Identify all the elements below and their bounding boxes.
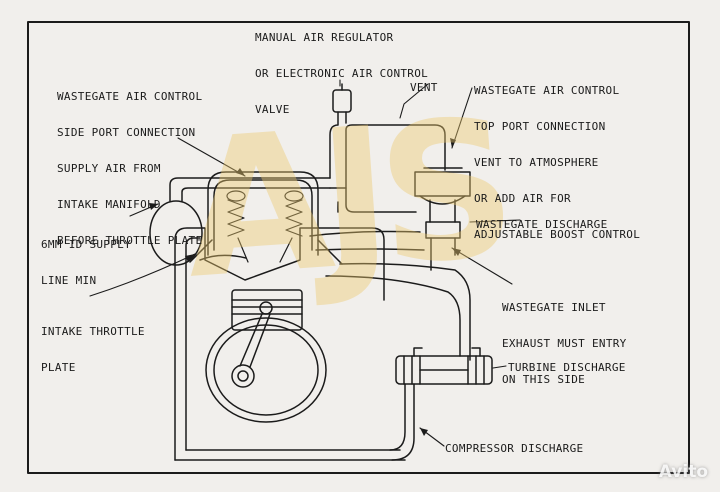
engine-block: [174, 227, 406, 461]
valve-springs: [226, 190, 304, 263]
compressor-pipe: [389, 383, 415, 461]
label-supply-line: 6MM ID SUPPLY LINE MIN: [41, 238, 131, 287]
frame-border: [27, 21, 690, 474]
label-wastegate-side-port: WASTEGATE AIR CONTROL SIDE PORT CONNECTI…: [57, 90, 203, 247]
manual-regulator: [332, 83, 352, 113]
leader-arrowheads: [149, 138, 461, 436]
wastegate: [414, 167, 471, 271]
exhaust-runners: [199, 230, 471, 361]
leader-lines: [89, 79, 521, 447]
label-regulator: MANUAL AIR REGULATOR OR ELECTRONIC AIR C…: [255, 31, 429, 116]
cylinder-head: [189, 171, 343, 265]
intake-plenum: [149, 177, 331, 266]
label-wastegate-top-port: WASTEGATE AIR CONTROL TOP PORT CONNECTIO…: [474, 84, 641, 241]
label-vent: VENT: [410, 81, 438, 94]
label-compressor-discharge: COMPRESSOR DISCHARGE: [445, 442, 584, 455]
label-wastegate-discharge: WASTEGATE DISCHARGE: [476, 218, 608, 231]
turbocharger: [395, 347, 493, 385]
label-turbine-discharge: TURBINE DISCHARGE: [508, 361, 626, 374]
label-intake-throttle: INTAKE THROTTLE PLATE: [41, 325, 145, 374]
crankcase: [205, 301, 327, 423]
label-wastegate-inlet: WASTEGATE INLET EXHAUST MUST ENTRY ON TH…: [502, 301, 627, 386]
air-lines: [329, 111, 446, 213]
